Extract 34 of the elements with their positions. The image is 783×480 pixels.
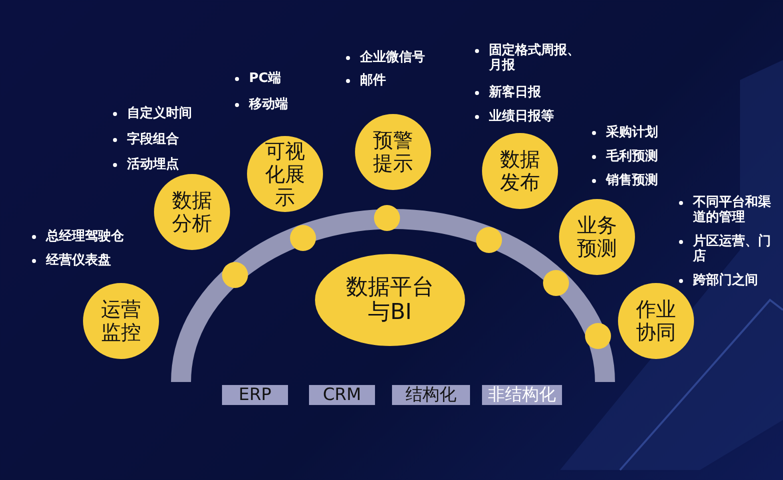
list-item: 活动埋点: [127, 157, 179, 172]
list-item: 字段组合: [127, 132, 179, 147]
data-source-label: 非结构化: [482, 385, 562, 405]
platform-ellipse: 数据平台与BI: [315, 254, 465, 346]
category-circle: 业务预测: [559, 199, 635, 275]
arc-dot: [476, 227, 502, 253]
list-item: 总经理驾驶仓: [46, 229, 124, 244]
arc-dot: [374, 205, 400, 231]
list-item: 新客日报: [489, 85, 541, 100]
data-source-label: 结构化: [392, 385, 470, 405]
category-circle: 运营监控: [83, 283, 159, 359]
list-item: 片区运营、门店: [693, 234, 772, 264]
category-circle: 数据发布: [482, 133, 558, 209]
category-circle: 数据分析: [154, 174, 230, 250]
list-item: 毛利预测: [606, 149, 658, 164]
list-item: 邮件: [360, 73, 386, 88]
category-circle: 作业协同: [618, 283, 694, 359]
list-item: 销售预测: [606, 173, 658, 188]
list-item: 经营仪表盘: [46, 253, 111, 268]
data-source-label: ERP: [222, 385, 288, 405]
list-item: 跨部门之间: [693, 273, 758, 288]
arc-dot: [222, 262, 248, 288]
list-item: 采购计划: [606, 125, 658, 140]
list-item: 固定格式周报、月报: [489, 43, 581, 73]
list-item: 移动端: [249, 97, 288, 112]
arc-dot: [585, 323, 611, 349]
list-item: 自定义时间: [127, 106, 192, 121]
list-item: 业绩日报等: [489, 109, 554, 124]
category-circle: 预警提示: [355, 114, 431, 190]
list-item: PC端: [249, 71, 282, 86]
list-item: 不同平台和渠道的管理: [693, 195, 772, 225]
category-circle: 可视化展示: [247, 136, 323, 212]
data-source-label: CRM: [309, 385, 375, 405]
list-item: 企业微信号: [360, 50, 425, 65]
